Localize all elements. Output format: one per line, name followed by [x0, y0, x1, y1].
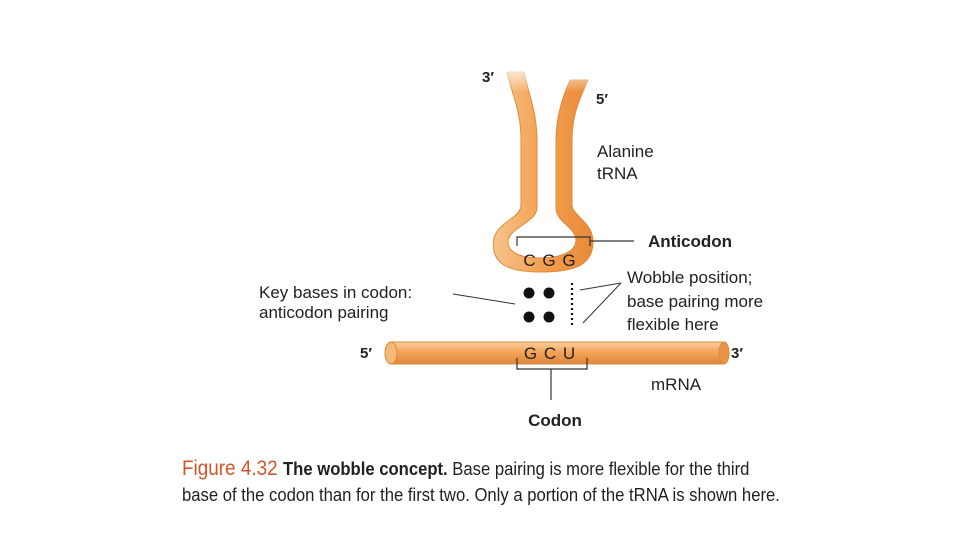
codon-bracket — [516, 358, 588, 400]
wobble-label-line1: Wobble position; — [627, 268, 752, 287]
anticodon-bases: C G G — [523, 251, 576, 270]
key-bases-label-line1: Key bases in codon: — [259, 283, 412, 302]
wobble-label-line3: flexible here — [627, 315, 719, 334]
caption-text-line2: base of the codon than for the first two… — [182, 484, 780, 505]
trna-label-line2: tRNA — [597, 164, 638, 183]
trna-5-end-label: 5′ — [596, 91, 608, 108]
anticodon-bracket — [516, 236, 634, 246]
figure-title: The wobble concept. — [283, 458, 448, 479]
mrna-5-end-label: 5′ — [360, 345, 372, 362]
caption-text-line1: Base pairing is more flexible for the th… — [447, 458, 750, 479]
wobble-pointer — [579, 282, 622, 324]
trna-3-end-label: 3′ — [482, 69, 494, 86]
key-bases-pointer — [452, 293, 516, 305]
mrna-tube — [384, 341, 730, 365]
trna-shape — [492, 62, 600, 273]
anticodon-label: Anticodon — [648, 232, 732, 251]
mrna-3-end-label: 3′ — [731, 345, 743, 362]
figure-number: Figure 4.32 — [182, 457, 278, 480]
wobble-label-line2: base pairing more — [627, 292, 763, 311]
mrna-label: mRNA — [651, 375, 702, 394]
key-bases-label-line2: anticodon pairing — [259, 303, 388, 322]
codon-label: Codon — [528, 411, 582, 430]
trna-label-line1: Alanine — [597, 142, 654, 161]
codon-bases: G C U — [524, 344, 576, 363]
base-pair-dots — [523, 287, 555, 323]
